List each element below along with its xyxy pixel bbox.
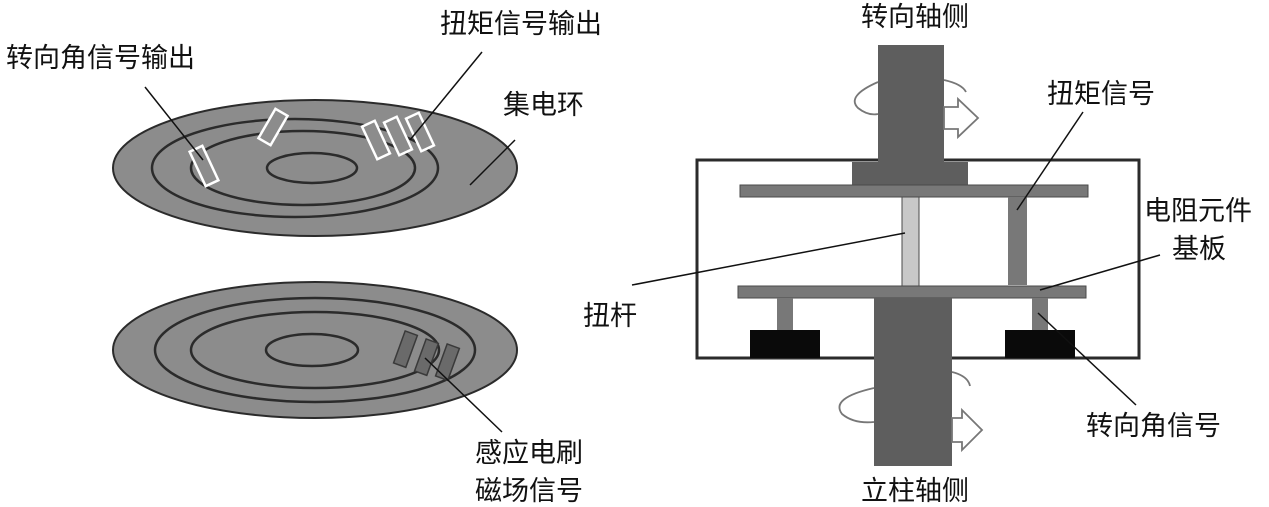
rotation-arrow-icon bbox=[838, 371, 984, 453]
torque-output-pad-2 bbox=[382, 115, 414, 157]
label-slip-ring: 集电环 bbox=[503, 90, 584, 121]
label-steering-shaft-side: 转向轴侧 bbox=[861, 2, 969, 33]
torsion-bar bbox=[901, 196, 920, 298]
upper-disc bbox=[112, 99, 518, 237]
right-sensor-block bbox=[1005, 330, 1075, 358]
lower-disc bbox=[112, 281, 518, 419]
lower-disc-inner-ring bbox=[264, 332, 360, 368]
label-steering-angle-signal: 转向角信号 bbox=[1086, 411, 1221, 442]
left-sensor-block bbox=[750, 330, 820, 358]
leader-induction-brush bbox=[424, 357, 503, 433]
left-post bbox=[777, 298, 793, 332]
torque-output-pad-1 bbox=[360, 119, 392, 161]
induction-brush-2 bbox=[413, 338, 440, 377]
leader-torsion-bar bbox=[631, 232, 906, 286]
resistor-post bbox=[1008, 197, 1027, 285]
upper-disc-middle-ring bbox=[189, 129, 417, 207]
upper-plate bbox=[739, 184, 1089, 198]
leader-torque-signal bbox=[1016, 111, 1084, 211]
leader-torque-output bbox=[409, 51, 483, 141]
upper-disc-outer-ring bbox=[150, 117, 440, 219]
lower-disc-outer-ring bbox=[153, 296, 477, 404]
rotation-arrow-icon bbox=[853, 79, 980, 140]
leader-slip-ring bbox=[469, 139, 516, 186]
substrate-plate bbox=[737, 285, 1087, 299]
label-torque-signal: 扭矩信号 bbox=[1047, 79, 1155, 110]
induction-brush-3 bbox=[434, 343, 461, 382]
label-resistor-element: 电阻元件 bbox=[1144, 196, 1252, 227]
leader-angle-signal bbox=[1037, 312, 1137, 406]
label-magnetic-signal: 磁场信号 bbox=[475, 476, 583, 507]
upper-disc-inner-ring bbox=[265, 151, 359, 185]
slip-ring-pad bbox=[256, 107, 290, 147]
leader-angle-output bbox=[144, 86, 204, 161]
induction-brush-1 bbox=[392, 330, 419, 369]
label-substrate: 基板 bbox=[1172, 234, 1226, 265]
label-induction-brush: 感应电刷 bbox=[475, 438, 583, 469]
leader-substrate bbox=[1039, 254, 1161, 291]
lower-disc-middle-ring bbox=[189, 310, 441, 390]
label-torque-signal-output: 扭矩信号输出 bbox=[440, 9, 602, 40]
upper-collar bbox=[852, 162, 968, 186]
label-torsion-bar: 扭杆 bbox=[583, 301, 637, 332]
label-steering-angle-output: 转向角信号输出 bbox=[6, 43, 195, 74]
lower-disc-body bbox=[112, 281, 518, 419]
column-shaft bbox=[874, 298, 952, 466]
label-column-shaft-side: 立柱轴侧 bbox=[861, 476, 969, 507]
angle-output-pad bbox=[187, 144, 221, 188]
